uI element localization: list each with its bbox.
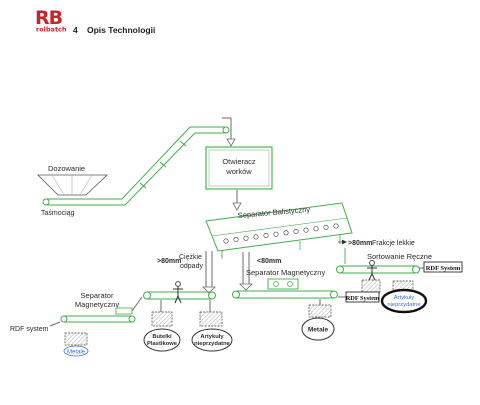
roller — [333, 223, 339, 229]
metal-container-left — [64, 332, 88, 346]
roller — [283, 230, 289, 236]
dozowanie-label: Dozowanie — [48, 164, 85, 173]
section-number: 4 — [73, 25, 78, 35]
section-title: Opis Technologii — [87, 25, 155, 35]
roller — [233, 237, 239, 243]
separator-left-label: Separator — [81, 291, 114, 300]
fine-fraction-arrow — [239, 252, 253, 291]
otwieracz-label: Otwieracz — [222, 157, 256, 166]
light-fraction-size: >80mm — [348, 240, 372, 247]
odpady-label: odpady — [180, 263, 203, 270]
tasmociag-label: Taśmociąg — [41, 210, 75, 217]
roller — [293, 229, 299, 235]
company-logo-name: rolbatch — [36, 26, 67, 34]
nieprzydatne-right-label: nieprzydatne — [387, 302, 420, 308]
rdf-system-left-label: RDF system — [10, 326, 49, 333]
dosing-hopper — [37, 174, 108, 196]
to-left-magnet-arrow — [131, 296, 143, 312]
heavy-fraction-size: >80mm — [157, 258, 181, 265]
rdf-system-mid-box: RDF System — [345, 291, 380, 303]
roller — [323, 224, 329, 230]
light-fraction-arrow — [338, 239, 347, 264]
butelki-label: Butelki — [152, 334, 172, 340]
worker-icon — [367, 260, 377, 281]
to-rdf-left-arrow — [49, 321, 61, 327]
artykuly-right-label: Artykuły — [394, 295, 415, 301]
ballistic-separator — [205, 202, 353, 259]
heavy-fraction-arrow — [202, 251, 216, 294]
metale-left-label: Metale — [67, 350, 86, 356]
sorting-container — [361, 279, 381, 293]
ciezkie-label: Ciężkie — [179, 254, 202, 261]
roller — [243, 235, 249, 241]
separator-magnetyczny-mid-label: Separator Magnetyczny — [246, 268, 325, 277]
metal-container-mid — [308, 304, 332, 318]
workow-label: worków — [225, 167, 252, 176]
manual-sorting-conveyor — [336, 265, 420, 274]
bottles-container — [151, 311, 173, 327]
unusable-container-left — [199, 311, 223, 327]
fine-fraction-size: <80mm — [257, 258, 281, 265]
roller — [223, 238, 229, 244]
plastic-bottles: Butelki Plastikowe — [143, 328, 181, 352]
metals-mid: Metale — [301, 317, 335, 341]
magnetic-conveyor-mid — [232, 290, 338, 299]
roller — [273, 231, 279, 237]
magnet-left — [115, 307, 133, 315]
magnet-mid — [267, 278, 299, 290]
metals-left: Metale — [63, 345, 89, 357]
roller — [253, 234, 259, 240]
metale-mid-label: Metale — [308, 327, 329, 334]
bag-opener-box: Otwieracz worków — [205, 146, 273, 190]
rdf-system-top-label: RDF System — [426, 265, 461, 272]
artykuly-left-label: Artykuły — [200, 334, 224, 340]
roller — [303, 227, 309, 233]
sortowanie-reczne-label: Sortowanie Ręczne — [367, 252, 432, 261]
frakcje-lekkie-label: Frakcje lekkie — [372, 240, 415, 247]
worker-icon — [173, 281, 183, 304]
feed-arrow — [222, 117, 236, 147]
unusable-items-right: Artykuły nieprzydatne — [380, 288, 428, 314]
heavy-sorting-conveyor — [143, 291, 216, 300]
opener-outlet-arrow — [232, 190, 242, 211]
page-header: RB rolbatch 4 Opis Technologii — [35, 7, 155, 35]
plastikowe-label: Plastikowe — [147, 341, 178, 347]
nieprzydatne-left-label: nieprzydatne — [194, 341, 231, 347]
rdf-system-top-box: RDF System — [423, 261, 463, 273]
magnetyczny-left-label: Magnetyczny — [75, 300, 119, 309]
unusable-items-left: Artykuły nieprzydatne — [191, 328, 233, 352]
roller — [263, 233, 269, 239]
belt-conveyor — [42, 126, 230, 206]
magnetic-conveyor-left — [60, 315, 136, 323]
roller — [313, 226, 319, 232]
rdf-system-mid-label: RDF System — [346, 295, 380, 302]
company-logo: RB — [35, 7, 63, 29]
